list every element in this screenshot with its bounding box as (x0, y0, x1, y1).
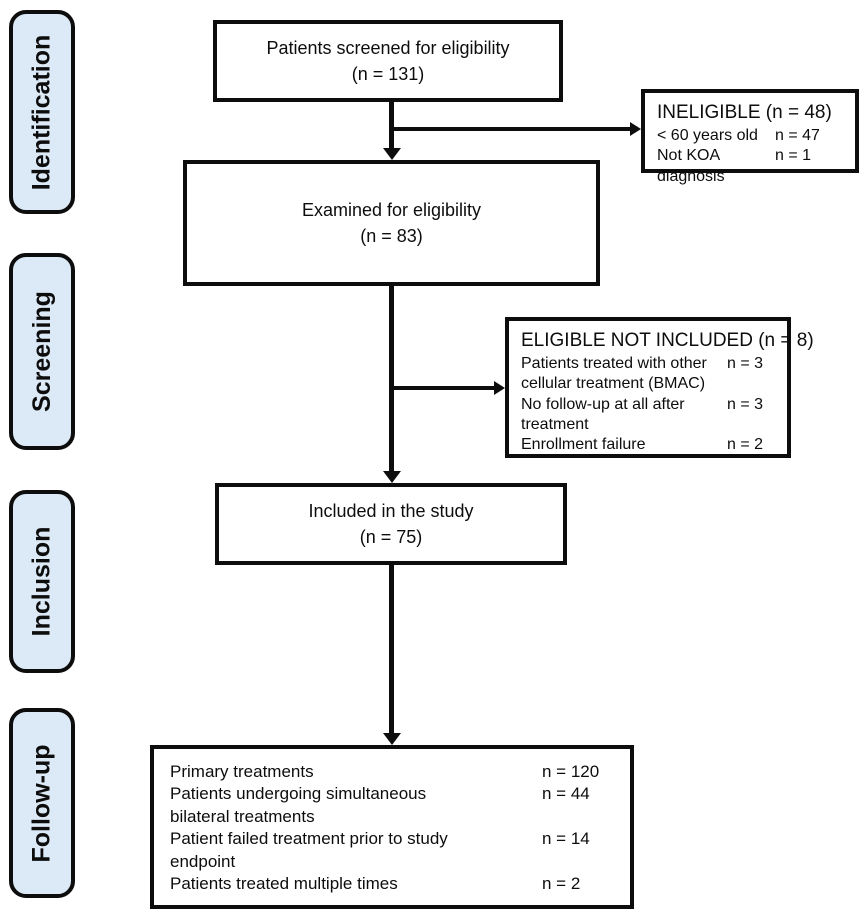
followup-row: Patients treated multiple times n = 2 (170, 873, 622, 895)
ineligible-row: < 60 years old n = 47 (657, 126, 847, 146)
connector-examined-to-included (389, 285, 394, 473)
followup-row: Patients undergoing simultaneous bilater… (170, 783, 622, 828)
included-line1: Included in the study (308, 500, 474, 521)
included-count: (n = 75) (359, 527, 423, 547)
followup-row: Patient failed treatment prior to study … (170, 828, 622, 873)
eligible-row-value: n = 3 (727, 355, 764, 373)
stage-screening-label: Screening (27, 291, 56, 412)
connector-included-to-followup (389, 564, 394, 734)
stage-inclusion-label: Inclusion (27, 526, 56, 637)
ineligible-row-label: Not KOA diagnosis (657, 147, 725, 185)
stage-identification: Identification (9, 10, 75, 214)
eligible-row-label: Patients treated with other cellular tre… (521, 355, 707, 393)
followup-row-label: Primary treatments (170, 762, 314, 781)
examined-count: (n = 83) (360, 226, 423, 246)
patients-screened-line1: Patients screened for eligibility (266, 37, 510, 58)
ineligible-row-value: n = 47 (775, 127, 820, 145)
followup-row-label: Patients undergoing simultaneous bilater… (170, 784, 427, 826)
followup-row-value: n = 2 (542, 874, 581, 894)
eligible-row: Enrollment failure n = 2 (521, 435, 779, 455)
box-included: Included in the study (n = 75) (215, 483, 567, 565)
patients-screened-count: (n = 131) (351, 64, 425, 84)
box-eligible-not-included: ELIGIBLE NOT INCLUDED (n = 8) Patients t… (505, 317, 814, 458)
eligible-row-label: No follow-up at all after treatment (521, 395, 685, 434)
eligible-row-label: Enrollment failure (521, 436, 646, 454)
stage-followup-label: Follow-up (27, 743, 56, 863)
arrowhead-to-eligible-not-included (494, 381, 505, 395)
box-patients-screened: Patients screened for eligibility (n = 1… (213, 20, 563, 102)
stage-identification-label: Identification (27, 34, 56, 190)
arrowhead-to-followup (383, 733, 401, 745)
arrowhead-to-examined (383, 148, 401, 160)
eligible-row-value: n = 3 (727, 395, 764, 413)
box-ineligible: INELIGIBLE (n = 48) < 60 years old n = 4… (641, 89, 859, 185)
followup-row-value: n = 120 (542, 762, 600, 781)
connector-screened-to-examined (389, 100, 394, 150)
stage-followup: Follow-up (9, 708, 75, 898)
eligible-not-included-title: ELIGIBLE NOT INCLUDED (n = 8) (521, 330, 814, 351)
ineligible-row: Not KOA diagnosis n = 1 (657, 146, 847, 187)
ineligible-row-value: n = 1 (775, 147, 812, 165)
connector-to-ineligible (391, 127, 633, 131)
ineligible-row-label: < 60 years old (657, 127, 758, 145)
followup-row-value: n = 14 (542, 829, 590, 849)
arrowhead-to-ineligible (630, 122, 641, 136)
box-examined: Examined for eligibility (n = 83) (183, 160, 600, 286)
ineligible-title: INELIGIBLE (n = 48) (657, 102, 832, 123)
arrowhead-to-included (383, 471, 401, 483)
eligible-row-value: n = 2 (727, 436, 764, 454)
followup-row-label: Patient failed treatment prior to study … (170, 829, 448, 871)
eligible-row: Patients treated with other cellular tre… (521, 354, 779, 395)
connector-to-eligible-not-included (391, 386, 495, 390)
examined-line1: Examined for eligibility (301, 199, 482, 220)
followup-row-label: Patients treated multiple times (170, 874, 398, 894)
followup-row: Primary treatments n = 120 (170, 761, 622, 783)
stage-inclusion: Inclusion (9, 490, 75, 673)
box-followup-details: Primary treatments n = 120 Patients unde… (150, 745, 634, 909)
eligible-row: No follow-up at all after treatment n = … (521, 395, 779, 436)
stage-screening: Screening (9, 253, 75, 450)
followup-row-value: n = 44 (542, 784, 590, 804)
